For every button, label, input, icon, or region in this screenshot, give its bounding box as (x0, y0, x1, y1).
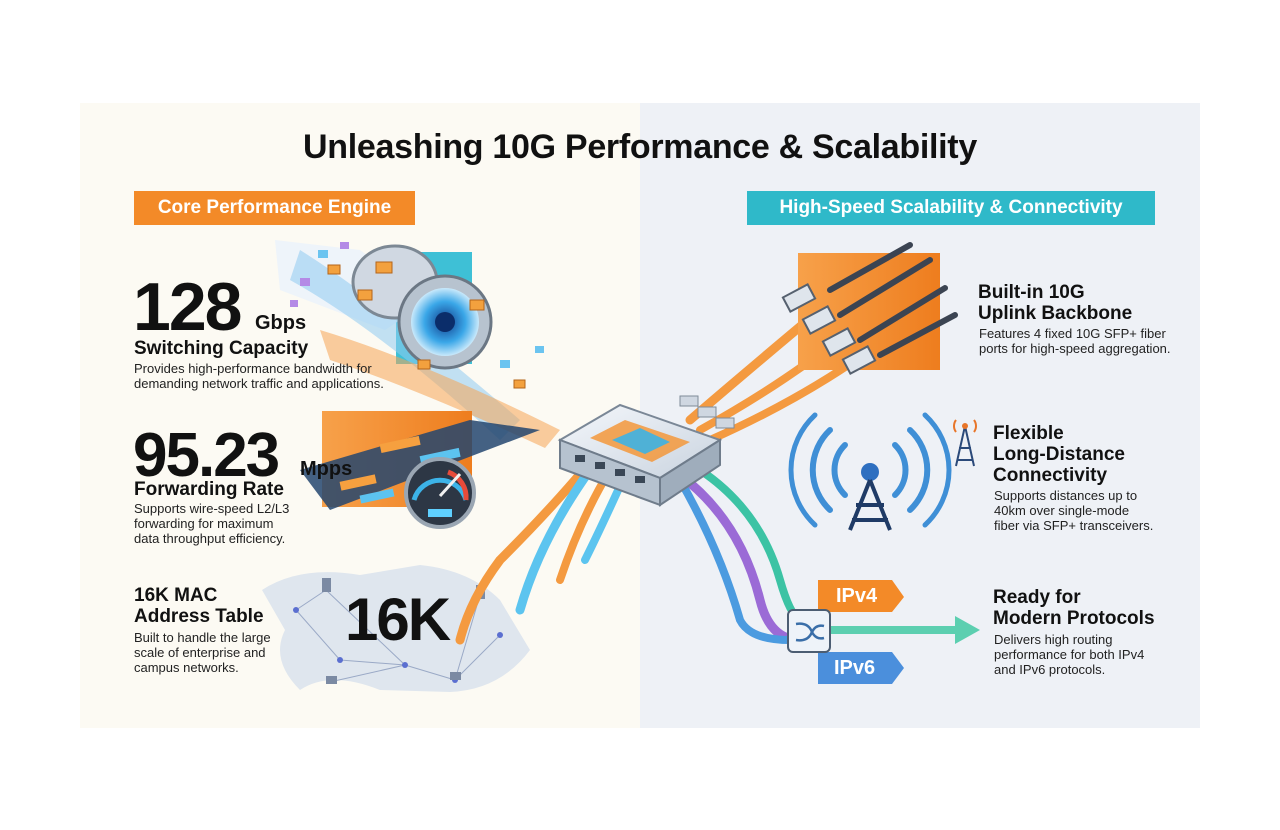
scalability-tag: High-Speed Scalability & Connectivity (747, 191, 1155, 225)
long-distance-description: Supports distances up to 40km over singl… (994, 488, 1154, 533)
speedometer-icon (300, 411, 540, 529)
forwarding-rate-description: Supports wire-speed L2/L3 forwarding for… (134, 501, 290, 546)
mac-table-heading: 16K MAC Address Table (134, 585, 264, 627)
protocols-description: Delivers high routing performance for bo… (994, 632, 1145, 677)
radio-tower-icon (788, 412, 977, 531)
ipv6-tag: IPv6 (834, 657, 876, 679)
network-switch-icon (557, 395, 735, 507)
page-title: Unleashing 10G Performance & Scalability (303, 128, 977, 166)
protocols-heading: Ready for Modern Protocols (993, 587, 1155, 629)
long-distance-heading: Flexible Long-Distance Connectivity (993, 423, 1125, 486)
switching-capacity-value: 128 (133, 269, 242, 345)
forwarding-rate-unit: Mpps (300, 458, 353, 480)
switching-capacity-heading: Switching Capacity (134, 338, 309, 359)
ipv4-tag: IPv4 (836, 585, 878, 607)
switching-capacity-description: Provides high-performance bandwidth for … (134, 361, 384, 391)
mac-table-big-label: 16K (345, 586, 451, 653)
data-tunnel-icon (275, 240, 560, 448)
core-performance-tag: Core Performance Engine (134, 191, 415, 225)
uplink-heading: Built-in 10G Uplink Backbone (978, 282, 1133, 324)
switching-capacity-unit: Gbps (255, 312, 307, 334)
routing-icon (787, 580, 980, 684)
forwarding-rate-heading: Forwarding Rate (134, 479, 284, 500)
forwarding-rate-value: 95.23 (133, 421, 280, 490)
sfp-connector-icon (781, 242, 958, 375)
uplink-description: Features 4 fixed 10G SFP+ fiber ports fo… (979, 326, 1171, 356)
mac-table-description: Built to handle the large scale of enter… (134, 630, 271, 675)
